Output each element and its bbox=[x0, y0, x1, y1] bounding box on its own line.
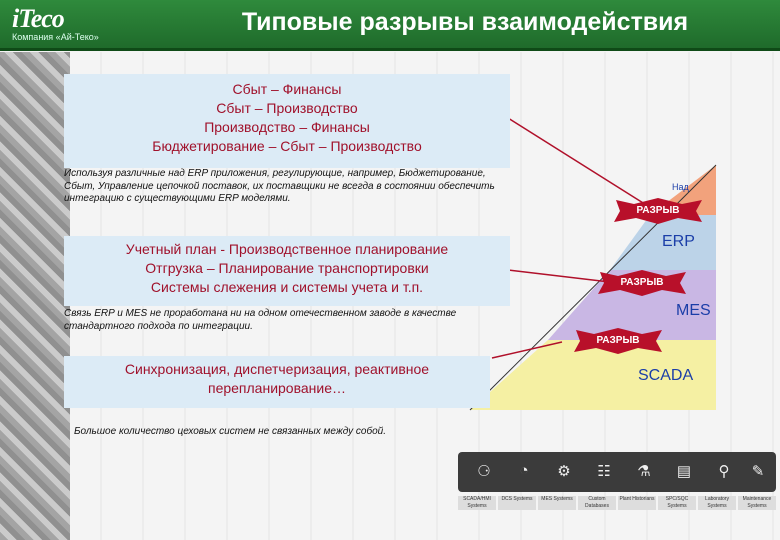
gears-photo bbox=[0, 52, 70, 540]
box1-line: Бюджетирование – Сбыт – Производство bbox=[152, 137, 422, 154]
gap-badge-2: РАЗРЫВ bbox=[596, 270, 688, 296]
gap-badge-3: РАЗРЫВ bbox=[572, 328, 664, 354]
gap-label-3: РАЗРЫВ bbox=[596, 335, 640, 346]
gear-icon: ⚙ bbox=[557, 463, 571, 480]
test-tube-icon: ⚲ bbox=[718, 463, 730, 480]
finance-sales-box: Сбыт – Финансы Сбыт – Производство Произ… bbox=[64, 74, 510, 168]
erp-label: ERP bbox=[662, 233, 695, 250]
strip-item: Plant Historians bbox=[618, 496, 656, 510]
above-erp-label: Над bbox=[672, 182, 689, 192]
strip-item: Custom Databases bbox=[578, 496, 616, 510]
erp-mes-note: Связь ERP и MES не проработана ни на одн… bbox=[64, 308, 457, 332]
box1-line: Сбыт – Финансы bbox=[232, 81, 342, 97]
connector-line-2 bbox=[507, 269, 619, 284]
strip-item: DCS Systems bbox=[498, 496, 536, 510]
chart-icon: ▤ bbox=[676, 463, 692, 480]
box2-line: Системы слежения и системы учета и т.п. bbox=[150, 278, 424, 295]
wrench-icon: ✎ bbox=[751, 463, 765, 480]
header-bar: iTeco Компания «Ай-Теко» Типовые разрывы… bbox=[0, 0, 780, 51]
gap-badge-1: РАЗРЫВ bbox=[612, 198, 704, 224]
shop-systems-strip: ⚆ ◔ ⚙ ☷ ⚗ ▤ ⚲ ✎ bbox=[458, 452, 776, 492]
box1-line: Сбыт – Производство bbox=[216, 99, 358, 116]
box3-line: перепланирование… bbox=[207, 379, 346, 396]
dispatch-box: Синхронизация, диспетчеризация, реактивн… bbox=[64, 356, 490, 408]
box1-line: Производство – Финансы bbox=[204, 118, 370, 135]
page-title: Типовые разрывы взаимодействия bbox=[241, 8, 689, 36]
shop-systems-note: Большое количество цеховых систем не свя… bbox=[74, 426, 387, 437]
company-logo: iTeco Компания «Ай-Теко» bbox=[12, 4, 99, 42]
flask-icon: ⚗ bbox=[637, 463, 651, 480]
connector-line-1 bbox=[507, 117, 649, 207]
above-erp-note: Используя различные над ERP приложения, … bbox=[64, 168, 495, 204]
scada-label: SCADA bbox=[638, 367, 694, 384]
gauge-icon: ◔ bbox=[519, 462, 529, 479]
logo-subtitle: Компания «Ай-Теко» bbox=[12, 32, 99, 42]
logo-brand: iTeco bbox=[12, 4, 65, 33]
mes-label: MES bbox=[676, 302, 711, 319]
strip-item: SPC/SQC Systems bbox=[658, 496, 696, 510]
binoculars-icon: ⚆ bbox=[477, 463, 491, 480]
erp-layer bbox=[610, 215, 716, 270]
box2-line: Отгрузка – Планирование транспортировки bbox=[145, 259, 429, 276]
strip-item: SCADA/HMI Systems bbox=[458, 496, 496, 510]
strip-item: Maintenance Systems bbox=[738, 496, 776, 510]
database-icon: ☷ bbox=[597, 463, 611, 480]
scada-layer bbox=[470, 340, 716, 410]
strip-item: MES Systems bbox=[538, 496, 576, 510]
box3-line: Синхронизация, диспетчеризация, реактивн… bbox=[124, 361, 430, 377]
shop-systems-labels: SCADA/HMI Systems DCS Systems MES System… bbox=[458, 452, 776, 510]
connector-line-3 bbox=[491, 341, 563, 359]
strip-item: Laboratory Systems bbox=[698, 496, 736, 510]
planning-box: Учетный план - Производственное планиров… bbox=[64, 236, 510, 306]
box2-line: Учетный план - Производственное планиров… bbox=[125, 241, 449, 257]
gap-label-1: РАЗРЫВ bbox=[636, 205, 680, 216]
gap-label-2: РАЗРЫВ bbox=[620, 277, 664, 288]
